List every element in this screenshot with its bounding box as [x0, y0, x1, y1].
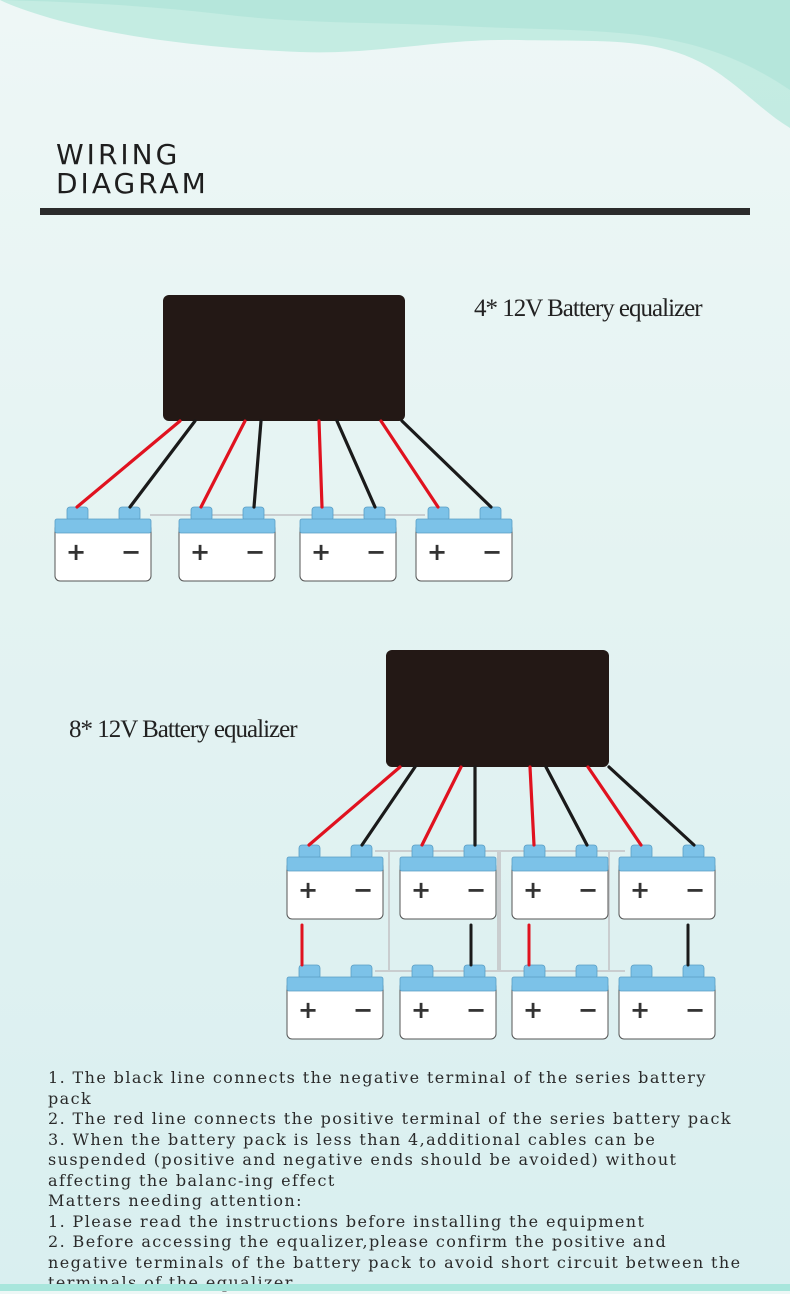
battery-4-3: +− — [299, 506, 397, 582]
battery-lid — [178, 518, 276, 534]
battery-8-top-1: +− — [286, 844, 384, 920]
plus-symbol: + — [411, 876, 431, 904]
battery-4-4: +− — [415, 506, 513, 582]
title-line-2: DIAGRAM — [56, 167, 209, 200]
minus-symbol: − — [466, 876, 486, 904]
plus-symbol: + — [311, 538, 331, 566]
battery-8-top-3: +− — [511, 844, 609, 920]
black-wire-4-2 — [252, 419, 263, 509]
battery-8-bottom-2: +− — [399, 964, 497, 1040]
red-wire-4-1 — [75, 419, 182, 509]
battery-lid — [399, 976, 497, 992]
battery-4-1: +− — [54, 506, 152, 582]
minus-symbol: − — [578, 996, 598, 1024]
battery-lid — [415, 518, 513, 534]
battery-lid — [511, 976, 609, 992]
red-wire-4-2 — [199, 419, 247, 509]
red-wire-8-2 — [420, 765, 463, 847]
equalizer-4-unit — [163, 295, 405, 421]
battery-lid — [618, 856, 716, 872]
plus-symbol: + — [411, 996, 431, 1024]
plus-symbol: + — [66, 538, 86, 566]
black-wire-8-4 — [607, 765, 696, 847]
battery-lid — [618, 976, 716, 992]
battery-lid — [299, 518, 397, 534]
plus-symbol: + — [523, 996, 543, 1024]
black-wire-8-1 — [360, 765, 417, 847]
battery-8-bottom-3: +− — [511, 964, 609, 1040]
minus-symbol: − — [121, 538, 141, 566]
black-wire-4-1 — [128, 419, 197, 509]
title-divider — [40, 208, 750, 215]
equalizer-8-unit — [386, 650, 609, 767]
battery-8-bottom-4: +− — [618, 964, 716, 1040]
plus-symbol: + — [298, 996, 318, 1024]
attention-heading: Matters needing attention: — [48, 1191, 303, 1210]
caption-4-battery-equalizer: 4* 12V Battery equalizer — [474, 295, 703, 322]
wiring-diagram: +−+−+−+−+−+−+−+−+−+−+−+− — [54, 295, 716, 1040]
title-line-1: WIRING — [56, 138, 181, 171]
note-black-line: 1. The black line connects the negative … — [48, 1068, 707, 1108]
plus-symbol: + — [523, 876, 543, 904]
bottom-band — [0, 1284, 790, 1291]
note-suspended-cables: 3. When the battery pack is less than 4,… — [48, 1129, 678, 1190]
red-wire-8-3 — [528, 765, 536, 847]
minus-symbol: − — [353, 996, 373, 1024]
minus-symbol: − — [685, 996, 705, 1024]
page-title: WIRING DIAGRAM — [56, 140, 209, 198]
black-wire-8-3 — [544, 765, 589, 847]
battery-8-bottom-1: +− — [286, 964, 384, 1040]
battery-8-top-4: +− — [618, 844, 716, 920]
background-wave-decor — [0, 0, 790, 128]
plus-symbol: + — [298, 876, 318, 904]
red-wire-8-1 — [307, 765, 402, 847]
battery-lid — [399, 856, 497, 872]
battery-8-top-2: +− — [399, 844, 497, 920]
plus-symbol: + — [190, 538, 210, 566]
minus-symbol: − — [245, 538, 265, 566]
battery-4-2: +− — [178, 506, 276, 582]
instructions-notes: 1. The black line connects the negative … — [48, 1068, 748, 1294]
caption-8-battery-equalizer: 8* 12V Battery equalizer — [69, 716, 298, 743]
red-wire-4-3 — [317, 419, 324, 509]
attention-item-1: 1. Please read the instructions before i… — [48, 1211, 646, 1231]
minus-symbol: − — [685, 876, 705, 904]
minus-symbol: − — [366, 538, 386, 566]
battery-lid — [54, 518, 152, 534]
black-wire-4-4 — [400, 419, 493, 509]
battery-lid — [511, 856, 609, 872]
minus-symbol: − — [466, 996, 486, 1024]
red-wire-8-4 — [586, 765, 643, 847]
battery-lid — [286, 856, 384, 872]
battery-lid — [286, 976, 384, 992]
plus-symbol: + — [427, 538, 447, 566]
plus-symbol: + — [630, 996, 650, 1024]
minus-symbol: − — [482, 538, 502, 566]
note-red-line: 2. The red line connects the positive te… — [48, 1109, 732, 1128]
red-wire-4-4 — [379, 419, 440, 509]
minus-symbol: − — [578, 876, 598, 904]
minus-symbol: − — [353, 876, 373, 904]
black-wire-4-3 — [335, 419, 377, 509]
plus-symbol: + — [630, 876, 650, 904]
